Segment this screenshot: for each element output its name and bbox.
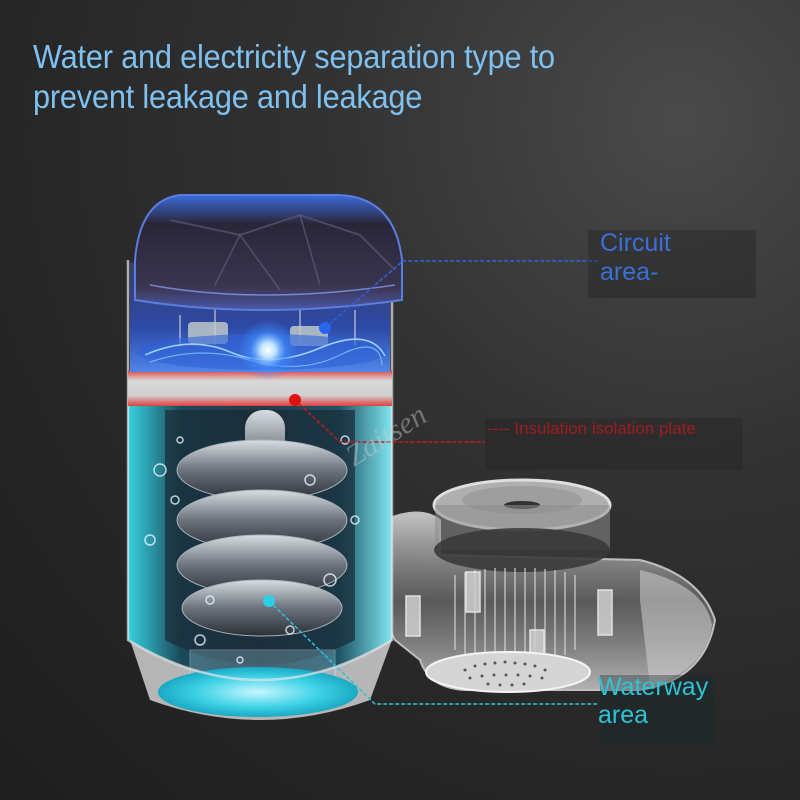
insulation-label-backdrop: [485, 418, 743, 470]
heater-unit: [126, 194, 403, 720]
headline-line-1: Water and electricity separation type to: [33, 38, 555, 75]
insulation-callout-line: [289, 394, 485, 443]
faucet-adapter-body: [379, 478, 717, 693]
waterway-label-backdrop: [600, 675, 715, 745]
circuit-area-label: Circuit area-: [600, 229, 671, 286]
circuit-label-backdrop: [588, 230, 756, 298]
diamond-cap: [134, 194, 403, 311]
waterway-callout-line: [263, 595, 598, 705]
headline: Water and electricity separation type to…: [33, 37, 721, 117]
waterway-area-label: Waterway area: [598, 673, 709, 729]
insulation-plate-label: ---- Insulation isolation plate: [487, 419, 696, 438]
circuit-callout-line: [319, 260, 598, 334]
heating-coil: [176, 410, 348, 637]
headline-line-2: prevent leakage and leakage: [33, 78, 423, 115]
